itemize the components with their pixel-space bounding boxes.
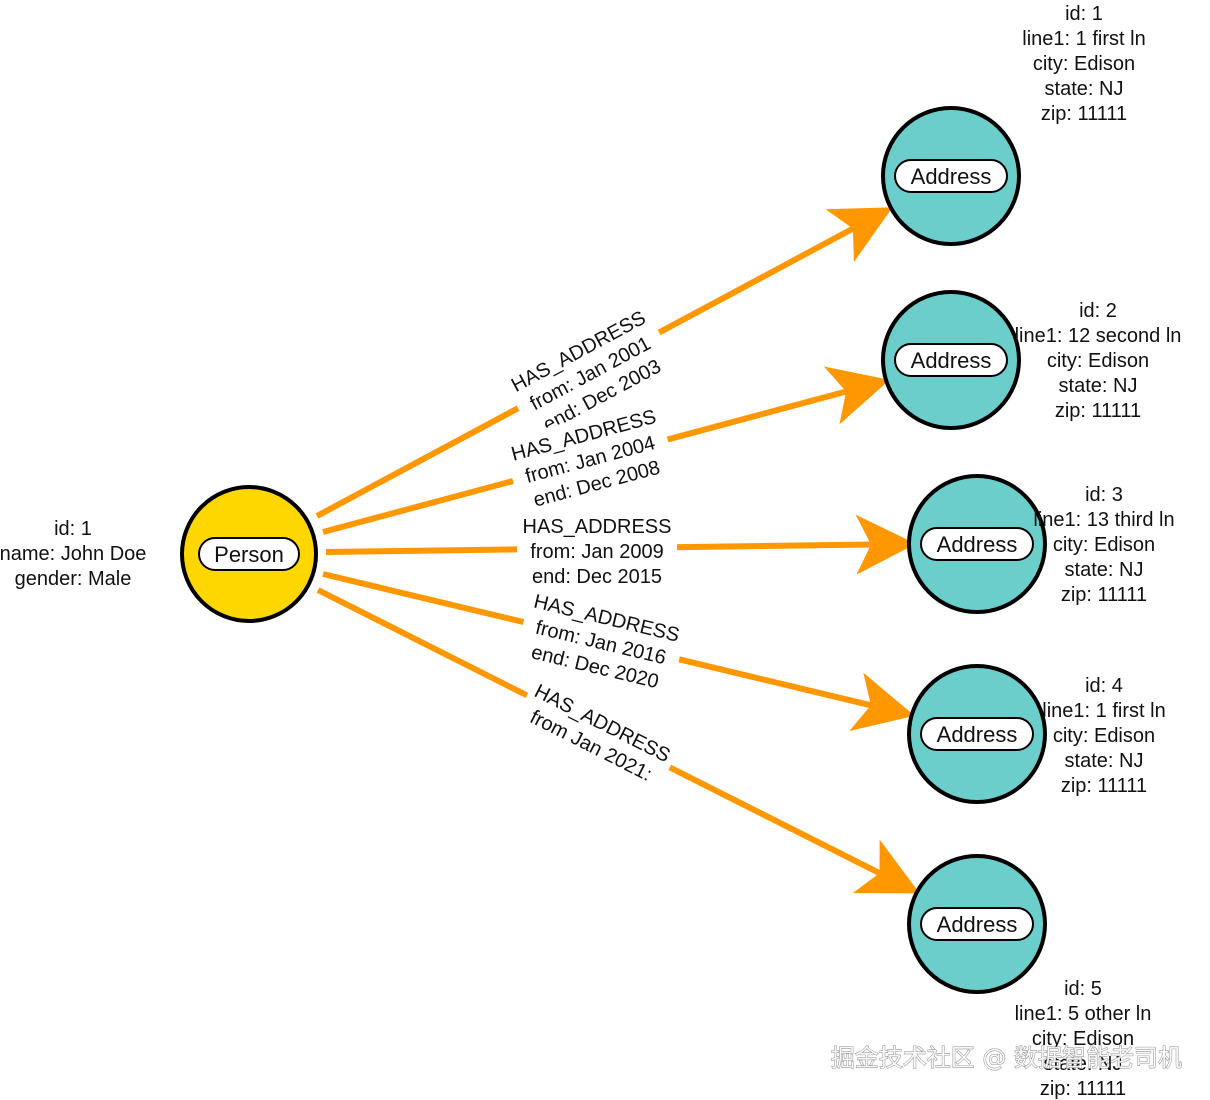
property-line: zip: 11111 — [1061, 775, 1147, 797]
node-label: Address — [894, 343, 1008, 377]
property-line: gender: Male — [15, 568, 132, 590]
watermark-text: 掘金技术社区 @ 数据智能老司机 — [831, 1044, 1182, 1072]
address-properties: id: 2 line1: 12 second ln city: Edison stat… — [1015, 300, 1182, 422]
property-line: city: Edison — [1047, 350, 1149, 372]
property-line: zip: 11111 — [1061, 584, 1147, 606]
property-line: line1: 5 other ln — [1015, 1003, 1152, 1025]
property-line: city: Edison — [1053, 534, 1155, 556]
property-line: line1: 12 second ln — [1015, 325, 1182, 347]
address-properties: id: 5 line1: 5 other ln city: Edison state:… — [1015, 978, 1152, 1100]
node-label-text: Address — [937, 912, 1018, 937]
person-properties: id: 1 name: John Doe gender: Male — [0, 518, 146, 590]
address-node[interactable]: Address — [881, 106, 1021, 246]
property-line: id: 2 — [1079, 300, 1117, 322]
node-label: Address — [920, 717, 1034, 751]
property-line: zip: 11111 — [1055, 400, 1141, 422]
property-line: state: NJ — [1065, 750, 1144, 772]
address-node[interactable]: Address — [907, 474, 1047, 614]
property-line: state: NJ — [1044, 1053, 1123, 1075]
property-line: city: Edison — [1033, 53, 1135, 75]
watermark: 掘金技术社区 @ 数据智能老司机 — [830, 1044, 1182, 1073]
node-label-text: Address — [911, 348, 992, 373]
property-line: zip: 11111 — [1041, 103, 1127, 125]
address-properties: id: 1 line1: 1 first ln city: Edison state:… — [1022, 3, 1145, 125]
edge-property: from: Jan 2009 — [530, 541, 663, 563]
nodes-layer: PersonAddressAddressAddressAddressAddres… — [180, 106, 1047, 994]
property-line: state: NJ — [1059, 375, 1138, 397]
address-node[interactable]: Address — [881, 290, 1021, 430]
edge-property: end: Dec 2015 — [532, 566, 662, 588]
property-line: id: 1 — [54, 518, 92, 540]
address-properties: id: 3 line1: 13 third ln city: Edison state… — [1033, 484, 1174, 606]
property-line: state: NJ — [1065, 559, 1144, 581]
property-line: line1: 1 first ln — [1022, 28, 1145, 50]
property-line: id: 5 — [1064, 978, 1102, 1000]
address-node[interactable]: Address — [907, 664, 1047, 804]
node-label: Address — [920, 907, 1034, 941]
property-line: id: 3 — [1085, 484, 1123, 506]
address-node[interactable]: Address — [907, 854, 1047, 994]
edge-type-label: HAS_ADDRESS — [523, 516, 672, 538]
node-label-text: Address — [937, 532, 1018, 557]
edge-label: HAS_ADDRESS from: Jan 2009 end: Dec 2015 — [517, 509, 677, 593]
properties-layer: id: 1 name: John Doe gender: Male id: 1 line… — [0, 3, 1181, 1100]
node-label-text: Person — [214, 542, 284, 567]
node-label: Address — [894, 159, 1008, 193]
property-line: state: NJ — [1045, 78, 1124, 100]
node-label-text: Address — [937, 722, 1018, 747]
property-line: name: John Doe — [0, 543, 146, 565]
node-label-text: Address — [911, 164, 992, 189]
property-line: city: Edison — [1053, 725, 1155, 747]
property-line: id: 1 — [1065, 3, 1103, 25]
node-label: Person — [198, 537, 300, 571]
address-properties: id: 4 line1: 1 first ln city: Edison state:… — [1042, 675, 1165, 797]
property-line: line1: 13 third ln — [1033, 509, 1174, 531]
property-line: zip: 11111 — [1040, 1078, 1126, 1100]
node-label: Address — [920, 527, 1034, 561]
property-line: id: 4 — [1085, 675, 1123, 697]
property-line: line1: 1 first ln — [1042, 700, 1165, 722]
property-line: city: Edison — [1032, 1028, 1134, 1050]
person-node[interactable]: Person — [180, 485, 318, 623]
